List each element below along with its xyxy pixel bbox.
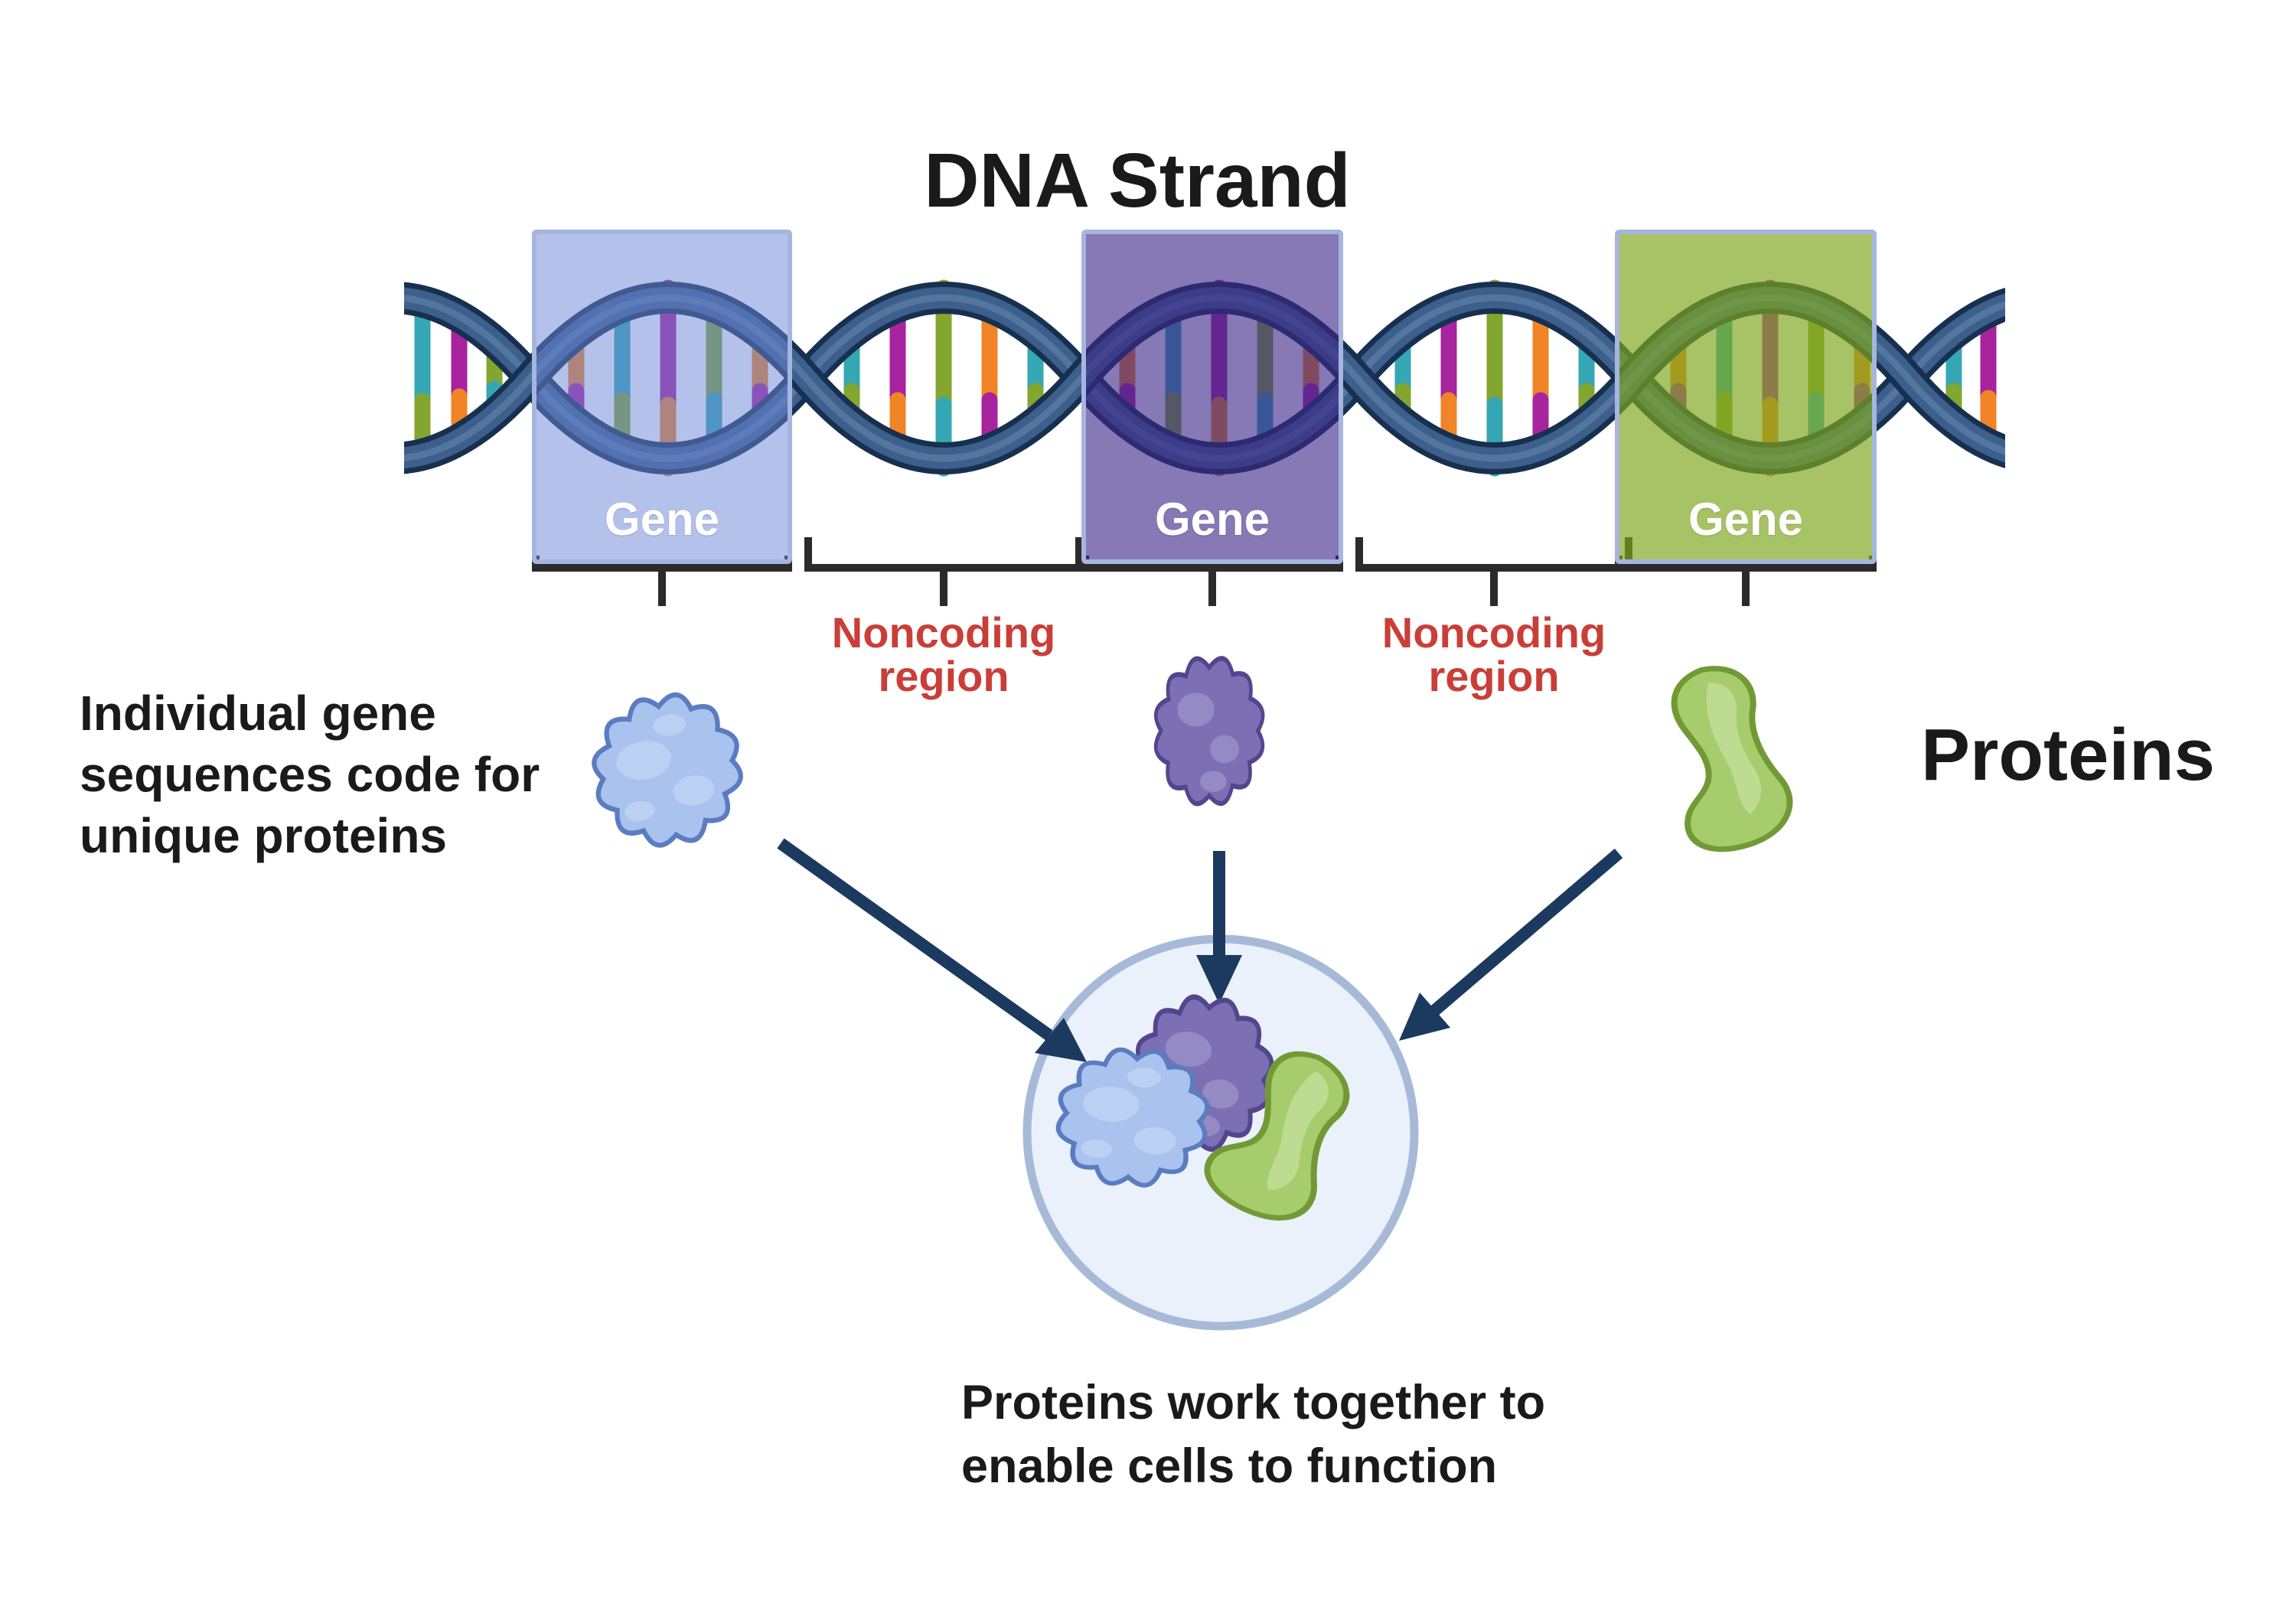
proteins-heading: Proteins — [1920, 714, 2216, 796]
protein-arrows — [777, 838, 1623, 1041]
gene-box-1: Gene — [532, 230, 792, 564]
purple-protein-blob — [1156, 658, 1263, 804]
right-arrow-shaft — [1430, 848, 1623, 1016]
noncoding1-bracket — [804, 537, 1083, 606]
gene-label-1: Gene — [604, 494, 720, 545]
middle-arrowhead — [1196, 955, 1242, 1004]
noncoding2-bracket — [1355, 537, 1632, 606]
gene-label-3: Gene — [1688, 494, 1804, 545]
green-protein-blob — [1652, 657, 1798, 858]
blue-protein-blob — [586, 687, 748, 853]
gene-label-2: Gene — [1154, 494, 1270, 545]
bottom-caption: Proteins work together to enable cells t… — [961, 1376, 1546, 1493]
noncoding-region-label-2: Noncoding region — [1381, 608, 1606, 700]
gene-box-2: Gene — [1081, 230, 1343, 564]
right-arrowhead — [1399, 993, 1450, 1041]
left-arrow-shaft — [777, 838, 1053, 1041]
gene-box-3: Gene — [1615, 230, 1877, 564]
protein-arrowheads — [1035, 955, 1450, 1062]
left-arrowhead — [1035, 1018, 1087, 1062]
noncoding-region-label-1: Noncoding region — [831, 608, 1056, 700]
page-title: DNA Strand — [924, 138, 1351, 223]
left-caption: Individual gene sequences code for uniqu… — [80, 686, 540, 863]
